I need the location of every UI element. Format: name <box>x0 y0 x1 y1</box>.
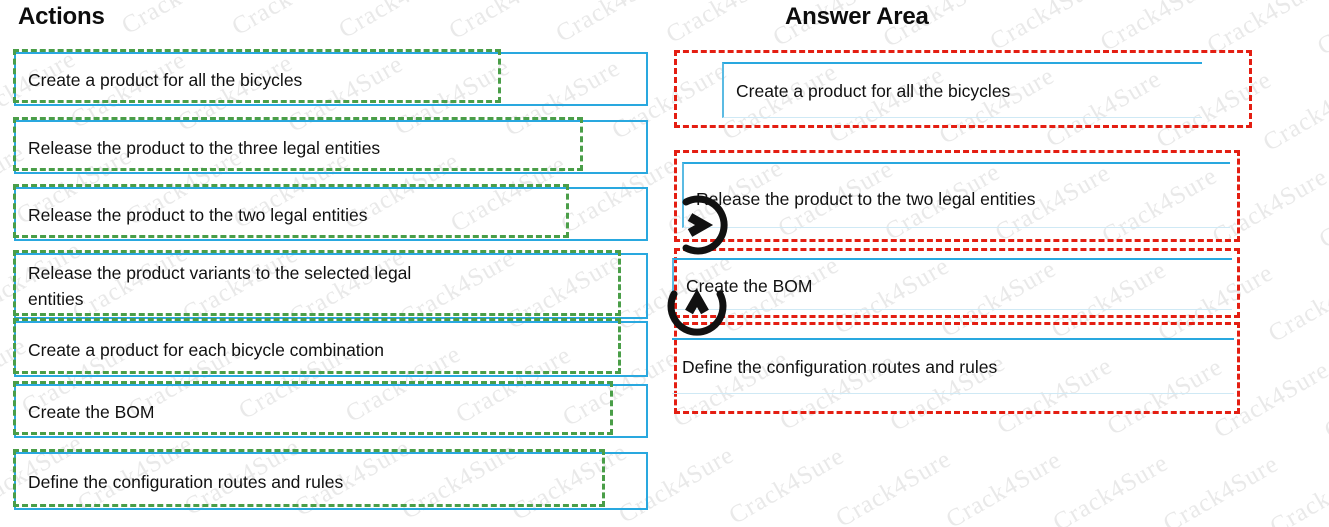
action-item-2[interactable]: Release the product to the three legal e… <box>13 117 648 174</box>
answer-tile-3[interactable]: Create the BOM <box>672 258 1232 310</box>
answer-tile-2[interactable]: Release the product to the two legal ent… <box>682 162 1230 228</box>
answer-slot-4[interactable] <box>674 322 1240 414</box>
action-item-7-label: Define the configuration routes and rule… <box>28 472 344 492</box>
answer-slot-1[interactable] <box>674 50 1252 128</box>
answer-tile-1[interactable]: Create a product for all the bicycles <box>722 62 1202 118</box>
answer-tile-4[interactable]: Define the configuration routes and rule… <box>672 338 1234 394</box>
action-item-4[interactable]: Release the product variants to the sele… <box>13 250 648 319</box>
action-item-6[interactable]: Create the BOM <box>13 381 648 438</box>
answer-area-heading: Answer Area <box>785 3 929 30</box>
action-item-3[interactable]: Release the product to the two legal ent… <box>13 184 648 241</box>
answer-area-column: Answer Area Create a product for all the… <box>660 0 1329 527</box>
action-item-1-label: Create a product for all the bicycles <box>28 70 303 90</box>
action-item-3-label: Release the product to the two legal ent… <box>28 205 368 225</box>
answer-tile-3-label: Create the BOM <box>686 276 813 296</box>
action-item-5[interactable]: Create a product for each bicycle combin… <box>13 318 648 377</box>
answer-tile-1-label: Create a product for all the bicycles <box>736 81 1011 101</box>
answer-slot-2[interactable] <box>674 150 1240 242</box>
answer-tile-2-label: Release the product to the two legal ent… <box>696 189 1036 209</box>
action-item-6-label: Create the BOM <box>28 402 155 422</box>
answer-slot-3[interactable] <box>674 248 1240 318</box>
action-item-5-label: Create a product for each bicycle combin… <box>28 340 385 360</box>
action-item-7[interactable]: Define the configuration routes and rule… <box>13 449 648 510</box>
action-item-2-label: Release the product to the three legal e… <box>28 138 381 158</box>
action-item-1[interactable]: Create a product for all the bicycles <box>13 49 648 106</box>
answer-tile-4-label: Define the configuration routes and rule… <box>682 357 998 377</box>
actions-heading: Actions <box>18 3 105 30</box>
actions-column: Actions Create a product for all the bic… <box>13 3 648 510</box>
action-item-4-label: Release the product variants to the sele… <box>28 263 412 309</box>
